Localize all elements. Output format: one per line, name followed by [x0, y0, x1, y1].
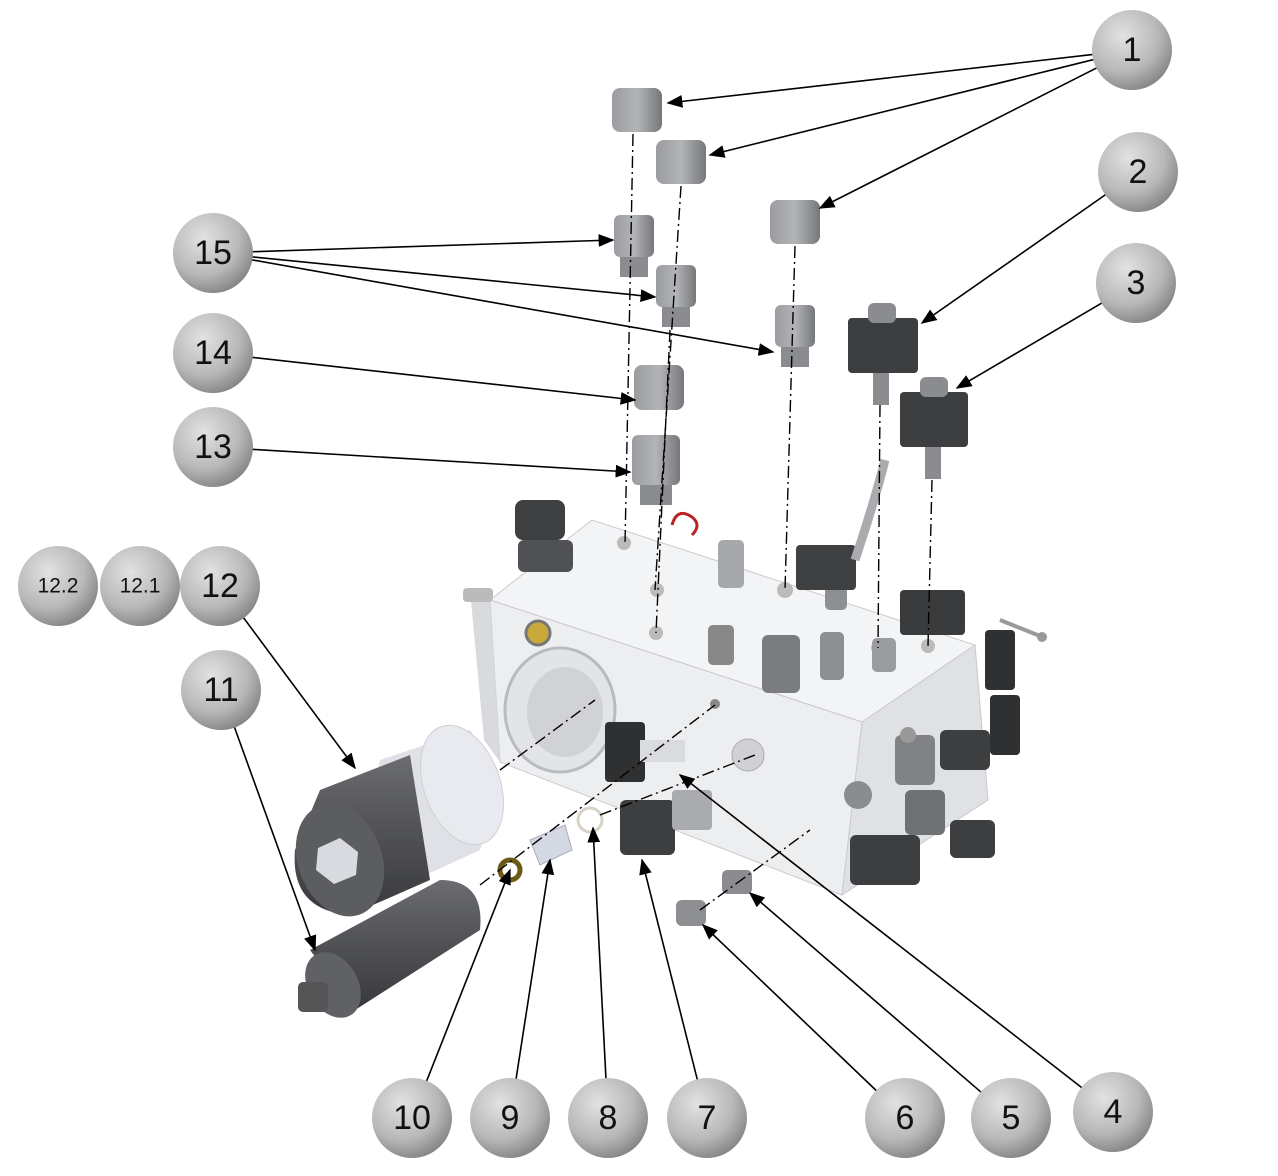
callout-1: 1: [1092, 10, 1172, 90]
callout-7: 7: [667, 1078, 747, 1158]
callout-label: 10: [393, 1099, 431, 1137]
callout-8: 8: [568, 1078, 648, 1158]
callout-14: 14: [173, 313, 253, 393]
callout-12: 12: [180, 546, 260, 626]
callout-9: 9: [470, 1078, 550, 1158]
callout-12-1: 12.1: [100, 546, 180, 626]
leader-line-10: [425, 868, 511, 1083]
plug-cap: [612, 88, 662, 132]
callout-circle: [180, 546, 260, 626]
leader-line-12: [241, 616, 356, 770]
callout-label: 5: [1002, 1099, 1021, 1137]
leader-line-9: [515, 858, 555, 1081]
center-lines: [479, 133, 933, 911]
callout-circle: [971, 1078, 1051, 1158]
callout-label: 8: [599, 1099, 618, 1137]
callout-circle: [372, 1078, 452, 1158]
callout-11: 11: [181, 650, 261, 730]
leader-line-7: [639, 858, 699, 1082]
callout-label: 12.2: [38, 575, 79, 598]
callout-label: 4: [1104, 1093, 1123, 1131]
callout-circle: [173, 313, 253, 393]
callout-label: 2: [1129, 153, 1148, 191]
callout-label: 14: [194, 334, 232, 372]
callout-circle: [100, 546, 180, 626]
callout-label: 1: [1123, 31, 1142, 69]
callout-circle: [181, 650, 261, 730]
plug-cap: [656, 140, 706, 184]
callout-label: 3: [1127, 264, 1146, 302]
callout-label: 12: [201, 567, 239, 605]
leader-line-1: [708, 58, 1096, 158]
leader-line-11: [233, 725, 317, 952]
callout-circle: [568, 1078, 648, 1158]
callout-circle: [865, 1078, 945, 1158]
leader-line-15: [250, 255, 657, 302]
leader-line-14: [250, 356, 637, 405]
leader-line-15: [250, 258, 775, 356]
callout-10: 10: [372, 1078, 452, 1158]
leader-line-6: [701, 923, 879, 1093]
parts: [294, 88, 968, 1018]
callout-circle: [173, 407, 253, 487]
leader-line-13: [250, 448, 632, 478]
callout-15: 15: [173, 213, 253, 293]
leader-line-3: [955, 301, 1104, 389]
leader-line-4: [678, 774, 1084, 1090]
callout-4: 4: [1073, 1072, 1153, 1152]
callout-circle: [1098, 132, 1178, 212]
callout-circle: [667, 1078, 747, 1158]
callout-circle: [1096, 243, 1176, 323]
leader-line-1: [666, 53, 1095, 108]
callout-5: 5: [971, 1078, 1051, 1158]
callout-label: 12.1: [120, 575, 161, 598]
valve-block: [463, 458, 1047, 896]
callout-circle: [470, 1078, 550, 1158]
callout-circle: [1073, 1072, 1153, 1152]
callout-label: 6: [896, 1099, 915, 1137]
callout-3: 3: [1096, 243, 1176, 323]
leader-lines: [233, 53, 1108, 1094]
plug-cap: [770, 200, 820, 244]
callout-label: 9: [501, 1099, 520, 1137]
callout-label: 15: [194, 234, 232, 272]
callout-circle: [18, 546, 98, 626]
callout-12-2: 12.2: [18, 546, 98, 626]
leader-line-8: [587, 826, 607, 1081]
callout-circle: [1092, 10, 1172, 90]
callout-2: 2: [1098, 132, 1178, 212]
leader-line-5: [748, 891, 983, 1094]
leader-line-15: [250, 234, 615, 253]
leader-line-1: [818, 66, 1099, 209]
callout-label: 7: [698, 1099, 717, 1137]
leader-line-2: [920, 193, 1108, 324]
callout-label: 13: [194, 428, 232, 466]
callout-6: 6: [865, 1078, 945, 1158]
callout-13: 13: [173, 407, 253, 487]
callout-circle: [173, 213, 253, 293]
callout-label: 11: [203, 671, 238, 709]
